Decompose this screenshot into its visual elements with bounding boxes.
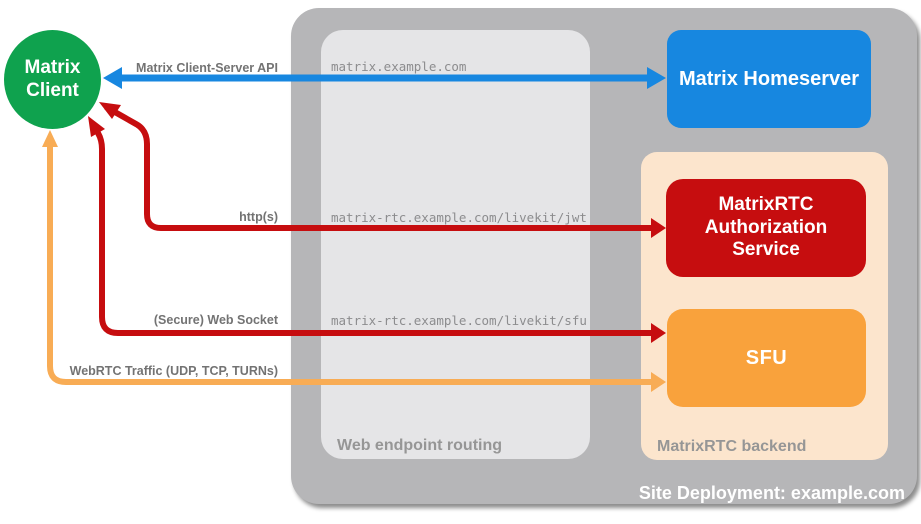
websocket-edge-label: (Secure) Web Socket xyxy=(153,313,278,327)
route-livekit-sfu: matrix-rtc.example.com/livekit/sfu xyxy=(331,313,587,328)
client-server-api-arrowhead-left xyxy=(103,67,122,89)
web-endpoint-routing-panel xyxy=(321,30,590,459)
sfu-label: SFU xyxy=(745,346,788,369)
https-arrowhead-client xyxy=(99,102,121,119)
route-livekit-jwt: matrix-rtc.example.com/livekit/jwt xyxy=(331,210,587,225)
web-endpoint-routing-label: Web endpoint routing xyxy=(337,437,503,454)
matrix-homeserver-label: Matrix Homeserver xyxy=(678,67,860,90)
route-matrix-example-com: matrix.example.com xyxy=(331,59,467,74)
matrix-client-label: Matrix Client xyxy=(24,56,81,101)
matrix-homeserver-node: Matrix Homeserver xyxy=(667,30,871,128)
matrix-client-node: Matrix Client xyxy=(4,30,101,129)
sfu-node: SFU xyxy=(667,309,866,407)
matrixrtc-auth-service-node: MatrixRTC Authorization Service xyxy=(666,179,866,277)
webrtc-edge-label: WebRTC Traffic (UDP, TCP, TURNs) xyxy=(69,364,278,378)
websocket-arrowhead-client xyxy=(88,116,105,137)
webrtc-arrowhead-client xyxy=(42,130,58,147)
matrixrtc-backend-label: MatrixRTC backend xyxy=(657,438,807,455)
site-deployment-label: Site Deployment: example.com xyxy=(638,483,905,503)
client-server-api-edge-label: Matrix Client-Server API xyxy=(136,61,278,75)
https-edge-label: http(s) xyxy=(239,210,278,224)
matrixrtc-auth-service-label: MatrixRTC Authorization Service xyxy=(704,194,828,261)
